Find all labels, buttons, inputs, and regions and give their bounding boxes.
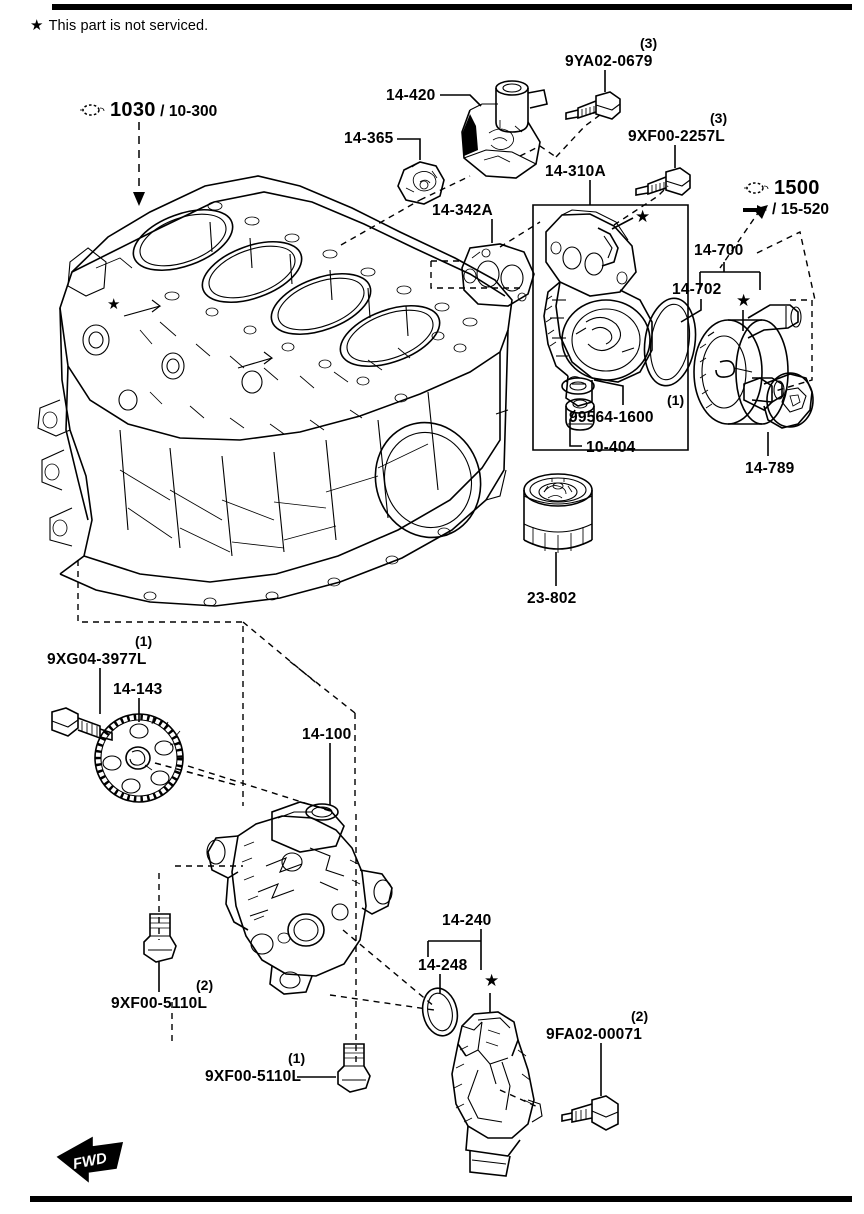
part-14-365-gasket [398, 162, 444, 204]
part-14-310A-oil-filter-body [544, 210, 652, 406]
callout-9YA02-0679[interactable]: 9YA02-0679 [565, 53, 653, 70]
qty-9XF00-5110L-2: (2) [196, 977, 214, 993]
arrow-left-icon [742, 204, 768, 220]
part-14-702-o-ring [639, 295, 701, 389]
callout-9FA02-00071[interactable]: 9FA02-00071 [546, 1026, 643, 1043]
reference-separator: / [772, 201, 777, 218]
callout-14-248[interactable]: 14-248 [418, 957, 468, 974]
group-reference-icon [78, 102, 106, 122]
part-9XF00-5110L-bolt-upper [144, 914, 176, 962]
part-14-700-oil-cooler [694, 305, 801, 424]
callout-9XF00-5110L-2[interactable]: 9XF00-5110L [111, 995, 208, 1012]
part-14-248-o-ring [418, 985, 461, 1039]
leader-lines [100, 70, 768, 1096]
part-9YA02-0679-bolt [566, 92, 620, 119]
part-14-143-oil-pump-gear [95, 714, 183, 802]
qty-9YA02-0679: (3) [640, 35, 658, 51]
callout-14-100[interactable]: 14-100 [302, 726, 352, 743]
header-rule [52, 4, 852, 10]
reference-separator: / [160, 103, 165, 120]
part-14-342A-gasket [462, 244, 534, 306]
callout-14-365[interactable]: 14-365 [344, 130, 394, 147]
callout-14-342A[interactable]: 14-342A [432, 202, 493, 219]
callout-9XF00-5110L-1[interactable]: 9XF00-5110L [205, 1068, 302, 1085]
footer-rule [30, 1196, 852, 1202]
callout-14-789[interactable]: 14-789 [745, 460, 795, 477]
callout-14-240[interactable]: 14-240 [442, 912, 492, 929]
qty-9XF00-2257L: (3) [710, 110, 728, 126]
part-9FA02-00071-bolt [562, 1096, 618, 1130]
star-marker-14-240: ★ [484, 971, 500, 990]
callout-10-404[interactable]: 10-404 [586, 439, 636, 456]
part-23-802-oil-filter [524, 474, 592, 553]
callout-23-802[interactable]: 23-802 [527, 590, 577, 607]
reference-section: 15-520 [780, 201, 830, 218]
qty-9XF00-5110L-1: (1) [288, 1050, 306, 1066]
qty-99564-1600: (1) [667, 392, 685, 408]
qty-9FA02-00071: (2) [631, 1008, 649, 1024]
reference-number: 1500 [774, 177, 820, 199]
callout-9XF00-2257L[interactable]: 9XF00-2257L [628, 128, 725, 145]
part-9XG04-3977L-bolt [52, 708, 112, 740]
callout-14-700[interactable]: 14-700 [694, 242, 744, 259]
not-serviced-note: ★This part is not serviced. [30, 16, 208, 34]
callout-14-143[interactable]: 14-143 [113, 681, 163, 698]
callout-14-420[interactable]: 14-420 [386, 87, 436, 104]
callout-9XG04-3977L[interactable]: 9XG04-3977L [47, 651, 147, 668]
group-reference-icon [742, 180, 770, 200]
part-14-100-oil-pump [207, 802, 392, 994]
reference-number: 1030 [110, 99, 156, 121]
star-marker-engine-block: ★ [107, 296, 121, 313]
part-14-240-oil-strainer [452, 1012, 542, 1176]
part-9XF00-2257L-bolt [636, 168, 690, 195]
callout-14-702[interactable]: 14-702 [672, 281, 722, 298]
qty-9XG04-3977L: (1) [135, 633, 153, 649]
engine-block-illustration [38, 176, 512, 606]
reference-1500-section[interactable]: / 15-520 [742, 202, 829, 220]
reference-1030[interactable]: 1030 / 10-300 [78, 100, 217, 122]
svg-text:FWD: FWD [72, 1150, 109, 1173]
part-99564-1600-washer [562, 377, 594, 394]
part-9XF00-5110L-bolt-lower [338, 1044, 370, 1092]
reference-section: 10-300 [168, 103, 218, 120]
reference-1500[interactable]: 1500 [742, 178, 820, 200]
fwd-direction-marker: FWD [58, 1138, 122, 1181]
callout-14-310A[interactable]: 14-310A [545, 163, 606, 180]
not-serviced-text: This part is not serviced. [48, 18, 209, 34]
part-14-420-control-valve [462, 81, 547, 178]
star-marker-14-310A: ★ [635, 207, 651, 226]
callout-99564-1600[interactable]: 99564-1600 [569, 409, 654, 426]
part-14-789-bolt [744, 373, 813, 428]
star-icon: ★ [30, 17, 44, 34]
star-marker-14-700: ★ [736, 291, 752, 310]
